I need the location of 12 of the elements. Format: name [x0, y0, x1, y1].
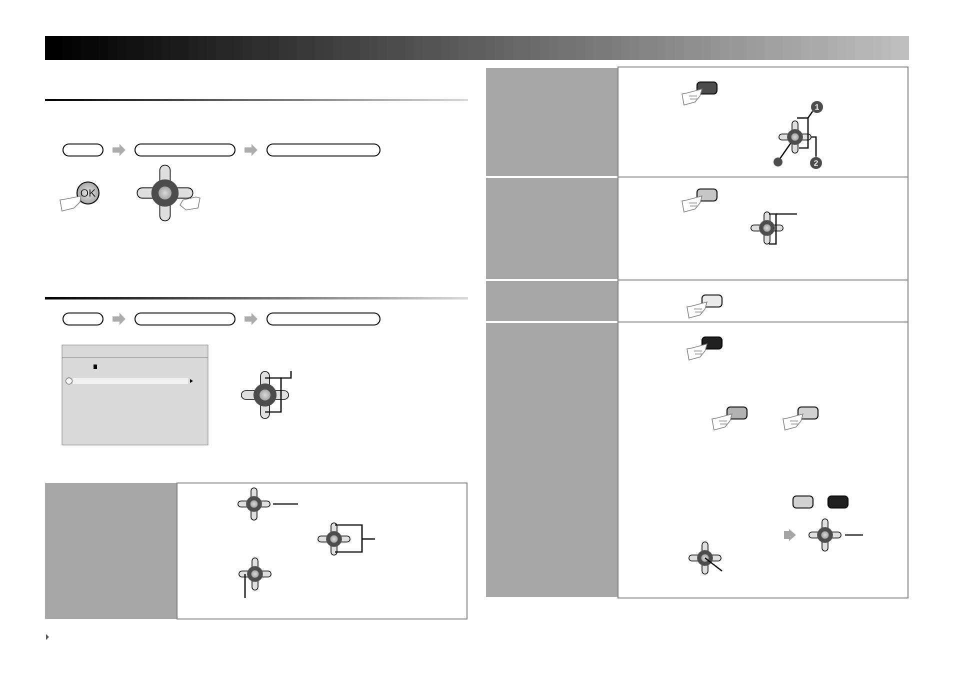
step-pill [134, 143, 236, 157]
step-pill [62, 312, 104, 326]
leader-line [811, 136, 817, 157]
leader-line [799, 111, 814, 149]
callout-number: 1 [811, 101, 823, 113]
step-pill [134, 312, 236, 326]
callout-number: 2 [810, 157, 822, 169]
step-pill [266, 312, 381, 326]
step-pill [62, 143, 104, 157]
button-label: OK [80, 189, 96, 197]
direction-pad-icon [778, 120, 812, 154]
step-pill [266, 143, 381, 157]
